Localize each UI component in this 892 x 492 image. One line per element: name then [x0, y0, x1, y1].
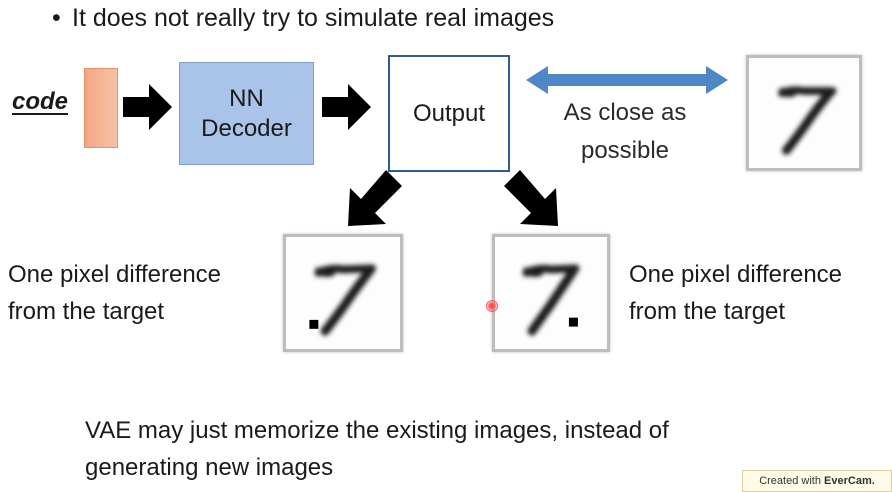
- output-label: Output: [412, 99, 486, 127]
- left-caption-line2: from the target: [8, 298, 165, 326]
- decoder-label-line1: NN: [229, 84, 264, 112]
- code-vector: [84, 68, 118, 148]
- watermark-prefix: Created with: [759, 475, 821, 487]
- output-box: Output: [388, 55, 510, 172]
- bullet-point: • It does not really try to simulate real…: [52, 4, 554, 33]
- close-label-line1: As close as: [563, 99, 687, 126]
- target-digit-image: [746, 55, 862, 171]
- digit-image-right: [492, 234, 610, 352]
- bullet-text: It does not really try to simulate real …: [72, 4, 555, 32]
- nn-decoder-box: NN Decoder: [179, 62, 314, 165]
- decoder-label-line2: Decoder: [201, 114, 292, 142]
- laser-pointer-icon: [486, 300, 498, 312]
- left-comparison-caption: One pixel difference from the target: [8, 256, 221, 330]
- right-comparison-caption: One pixel difference from the target: [629, 256, 842, 330]
- left-caption-line1: One pixel difference: [8, 261, 222, 288]
- bullet-symbol: •: [52, 4, 61, 32]
- close-label-line2: possible: [580, 137, 670, 165]
- right-caption-line2: from the target: [629, 298, 786, 326]
- arrow-right-icon: [123, 84, 172, 130]
- arrow-right-icon: [322, 84, 371, 130]
- conclusion-text: VAE may just memorize the existing image…: [85, 412, 805, 486]
- code-label: code: [12, 88, 69, 115]
- close-as-possible-label: As close as possible: [540, 94, 710, 171]
- arrow-down-left-icon: [348, 170, 402, 226]
- arrow-down-right-icon: [504, 170, 558, 226]
- conclusion-line2: generating new images: [85, 454, 334, 482]
- evercam-watermark: Created with EverCam.: [742, 470, 892, 492]
- right-caption-line1: One pixel difference: [629, 261, 843, 288]
- watermark-brand: EverCam.: [824, 475, 875, 487]
- digit-image-left: [283, 234, 403, 352]
- double-arrow-icon: [526, 66, 728, 94]
- conclusion-line1: VAE may just memorize the existing image…: [85, 417, 669, 444]
